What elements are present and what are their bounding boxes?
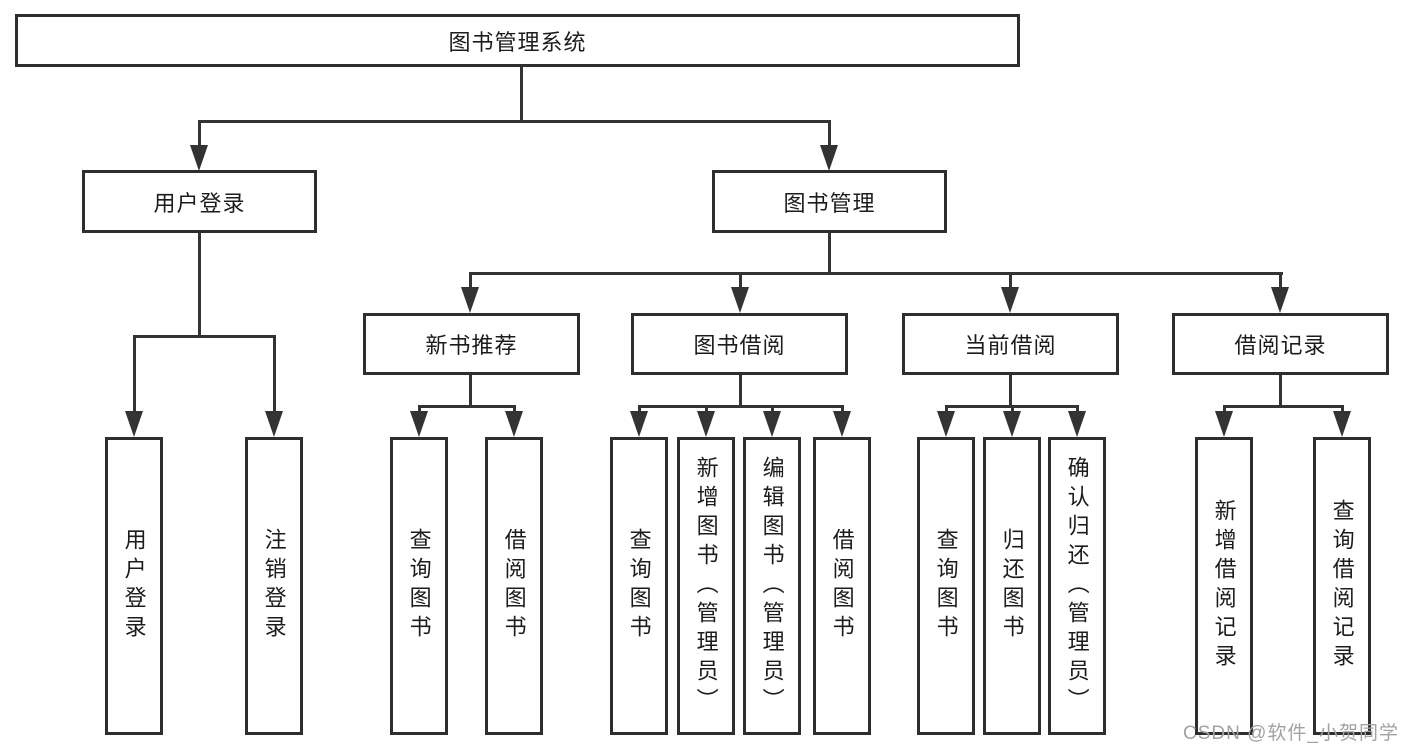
connector-line [273,335,276,413]
connector-line [520,67,523,120]
connector-line [945,405,948,414]
node-label: 查询图书 [626,528,652,644]
node-label: 查询图书 [406,528,432,644]
connector-line [469,375,472,407]
connector-line [1009,272,1012,289]
arrow-down-icon [630,411,648,437]
connector-line [828,233,831,275]
leaf-confirm-return-admin: 确认归还（管理员） [1048,437,1106,735]
connector-line [418,405,421,414]
node-label: 借阅图书 [829,528,855,644]
connector-line [198,233,201,335]
node-label: 注销登录 [261,528,287,644]
connector-line [1223,405,1344,408]
node-borrow-records: 借阅记录 [1172,313,1389,375]
node-label: 确认归还（管理员） [1064,455,1090,717]
connector-line [638,405,641,414]
node-user-login: 用户登录 [82,170,317,233]
leaf-query-books-recommend: 查询图书 [390,437,448,735]
arrow-down-icon [731,287,749,313]
connector-line [418,405,516,408]
arrow-down-icon [833,411,851,437]
leaf-user-login: 用户登录 [105,437,163,735]
connector-line [828,120,831,147]
node-label: 当前借阅 [964,333,1057,358]
connector-line [1279,272,1282,289]
node-label: 图书借阅 [693,333,786,358]
leaf-borrow-books-borrowing: 借阅图书 [813,437,871,735]
connector-line [1341,405,1344,414]
connector-line [469,272,472,289]
connector-line [1009,375,1012,407]
node-book-management: 图书管理 [712,170,947,233]
leaf-return-books: 归还图书 [983,437,1041,735]
arrow-down-icon [461,287,479,313]
node-label: 新增图书（管理员） [693,455,719,717]
node-library-system: 图书管理系统 [15,14,1020,67]
connector-line [705,405,708,414]
arrow-down-icon [125,411,143,437]
connector-line [469,272,1283,275]
arrow-down-icon [697,411,715,437]
connector-line [1011,405,1014,414]
leaf-add-borrow-record: 新增借阅记录 [1195,437,1253,735]
node-label: 查询图书 [933,528,959,644]
connector-line [133,335,136,413]
connector-line [841,405,844,414]
node-new-book-recommend: 新书推荐 [363,313,580,375]
arrow-down-icon [265,411,283,437]
leaf-query-borrow-record: 查询借阅记录 [1313,437,1371,735]
arrow-down-icon [937,411,955,437]
arrow-down-icon [410,411,428,437]
node-label: 用户登录 [121,528,147,644]
connector-line [198,120,831,123]
leaf-borrow-books-recommend: 借阅图书 [485,437,543,735]
leaf-query-books-current: 查询图书 [917,437,975,735]
arrow-down-icon [1001,287,1019,313]
connector-line [1076,405,1079,414]
arrow-down-icon [1215,411,1233,437]
connector-line [771,405,774,414]
arrow-down-icon [1333,411,1351,437]
node-book-borrowing: 图书借阅 [631,313,848,375]
leaf-logout: 注销登录 [245,437,303,735]
leaf-edit-books-admin: 编辑图书（管理员） [743,437,801,735]
node-label: 新增借阅记录 [1211,499,1237,673]
connector-line [739,375,742,407]
connector-line [1279,375,1282,407]
node-label: 图书管理系统 [448,29,587,55]
connector-line [513,405,516,414]
arrow-down-icon [505,411,523,437]
leaf-add-books-admin: 新增图书（管理员） [677,437,735,735]
arrow-down-icon [763,411,781,437]
node-label: 借阅记录 [1234,333,1327,358]
connector-line [1223,405,1226,414]
node-label: 用户登录 [153,190,246,216]
node-label: 查询借阅记录 [1329,499,1355,673]
connector-line [739,272,742,289]
node-current-borrowing: 当前借阅 [902,313,1119,375]
leaf-query-books-borrowing: 查询图书 [610,437,668,735]
arrow-down-icon [1271,287,1289,313]
node-label: 编辑图书（管理员） [759,455,785,717]
node-label: 图书管理 [783,190,876,216]
arrow-down-icon [820,145,838,171]
arrow-down-icon [1003,411,1021,437]
connector-line [638,405,844,408]
arrow-down-icon [190,145,208,171]
connector-line [198,120,201,147]
watermark: CSDN @软件_小贺同学 [1183,723,1399,744]
node-label: 新书推荐 [425,333,518,358]
connector-line [133,335,276,338]
node-label: 归还图书 [999,528,1025,644]
arrow-down-icon [1068,411,1086,437]
node-label: 借阅图书 [501,528,527,644]
